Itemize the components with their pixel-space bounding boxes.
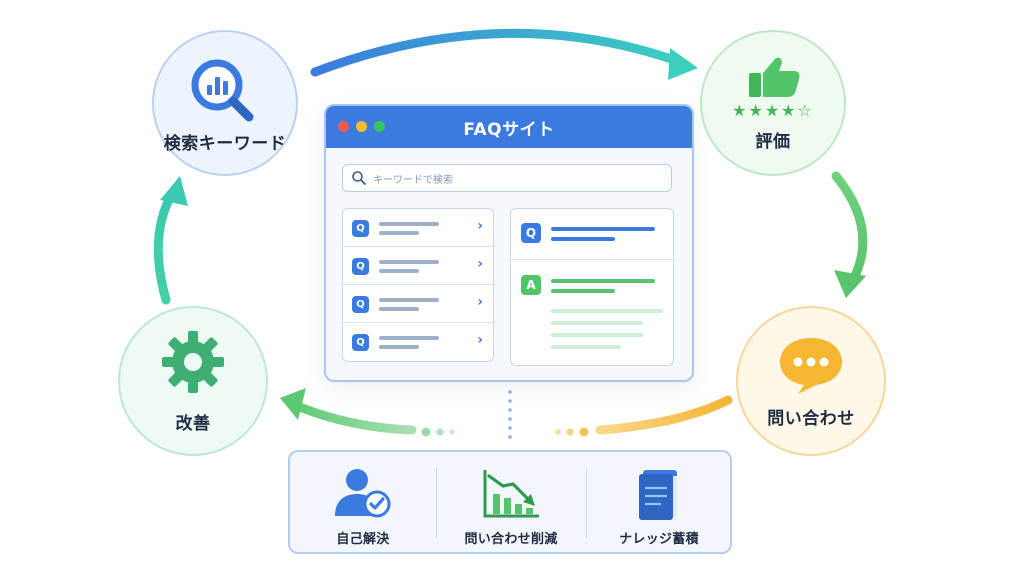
question-badge: Q xyxy=(352,220,369,237)
star-icon: ★ xyxy=(732,100,749,120)
node-label-evaluation: 評価 xyxy=(755,131,791,152)
thumbs-up-icon xyxy=(749,57,800,97)
text-line-placeholder xyxy=(379,260,439,264)
text-line-placeholder xyxy=(551,345,621,349)
list-item[interactable]: Q › xyxy=(343,323,493,361)
answer-badge: A xyxy=(521,275,541,295)
book-icon xyxy=(639,470,677,520)
node-label-inquiry: 問い合わせ xyxy=(767,408,855,429)
star-icon: ★ xyxy=(781,100,798,120)
text-line-placeholder xyxy=(379,307,419,311)
list-item[interactable]: Q › xyxy=(343,209,493,247)
benefit-label: 自己解決 xyxy=(336,532,390,547)
text-line-placeholder xyxy=(379,222,439,226)
chart-down-icon xyxy=(483,470,539,518)
window-titlebar: FAQサイト xyxy=(326,106,692,148)
arrow-improvement-to-search xyxy=(153,189,177,305)
question-badge: Q xyxy=(352,258,369,275)
answer-detail-panel: Q A xyxy=(510,208,674,366)
text-line-placeholder xyxy=(551,237,615,241)
node-search-keyword: 検索キーワード xyxy=(152,30,298,176)
list-item[interactable]: Q › xyxy=(343,285,493,323)
arrow-eval-to-inquiry xyxy=(831,171,868,287)
node-label-search: 検索キーワード xyxy=(163,133,287,154)
star-icon: ★ xyxy=(748,100,765,120)
text-line-placeholder xyxy=(551,279,655,283)
text-line-placeholder xyxy=(379,298,439,302)
node-inquiry: 問い合わせ xyxy=(736,306,886,456)
magnifier-chart-icon xyxy=(191,59,254,121)
minimize-dot-icon[interactable] xyxy=(356,121,367,132)
text-line-placeholder xyxy=(551,289,615,293)
faq-site-window: FAQサイト キーワードで検索 Q › Q › Q › Q xyxy=(324,104,694,382)
window-title: FAQサイト xyxy=(463,119,555,140)
benefit-self-resolution: 自己解決 xyxy=(290,452,436,552)
search-input[interactable]: キーワードで検索 xyxy=(342,164,672,192)
text-line-placeholder xyxy=(551,333,643,337)
gear-icon xyxy=(162,330,224,393)
arrow-to-improvement xyxy=(287,399,417,435)
star-icon: ★ xyxy=(764,100,782,120)
question-badge: Q xyxy=(521,223,541,243)
chevron-right-icon: › xyxy=(477,218,483,234)
trail-inquiry xyxy=(595,395,733,435)
search-icon xyxy=(352,171,366,185)
question-badge: Q xyxy=(352,334,369,351)
maximize-dot-icon[interactable] xyxy=(374,121,385,132)
question-badge: Q xyxy=(352,296,369,313)
text-line-placeholder xyxy=(379,336,439,340)
arrow-search-to-eval xyxy=(310,28,685,77)
user-check-icon xyxy=(335,469,391,518)
divider xyxy=(511,259,673,260)
chevron-right-icon: › xyxy=(477,332,483,348)
benefit-knowledge: ナレッジ蓄積 xyxy=(586,452,732,552)
arrowhead-left-up xyxy=(160,176,188,206)
text-line-placeholder xyxy=(379,231,419,235)
chevron-right-icon: › xyxy=(477,294,483,310)
text-line-placeholder xyxy=(379,345,419,349)
benefit-label: ナレッジ蓄積 xyxy=(619,532,699,547)
star-empty-icon: ☆ xyxy=(797,100,814,120)
search-placeholder: キーワードで検索 xyxy=(373,174,453,186)
node-improvement: 改善 xyxy=(118,306,268,456)
node-evaluation: ★★★★☆ 評価 xyxy=(700,30,846,176)
question-list: Q › Q › Q › Q › xyxy=(342,208,494,362)
list-item[interactable]: Q › xyxy=(343,247,493,285)
text-line-placeholder xyxy=(379,269,419,273)
node-label-improvement: 改善 xyxy=(175,413,211,434)
divider xyxy=(436,468,437,538)
dotted-connector xyxy=(508,390,512,439)
arrowhead-right xyxy=(834,270,866,298)
arrowhead-left xyxy=(280,388,306,420)
star-rating: ★★★★☆ xyxy=(732,100,814,120)
chat-bubble-icon xyxy=(780,337,842,394)
close-dot-icon[interactable] xyxy=(338,121,349,132)
arrowhead-top xyxy=(668,48,698,80)
divider xyxy=(586,468,587,538)
text-line-placeholder xyxy=(551,309,663,313)
benefit-inquiry-reduction: 問い合わせ削減 xyxy=(438,452,584,552)
chevron-right-icon: › xyxy=(477,256,483,272)
text-line-placeholder xyxy=(551,227,655,231)
benefit-label: 問い合わせ削減 xyxy=(464,532,558,547)
text-line-placeholder xyxy=(551,321,643,325)
benefits-box: 自己解決 問い合わせ削減 ナレッジ蓄積 xyxy=(288,450,732,554)
